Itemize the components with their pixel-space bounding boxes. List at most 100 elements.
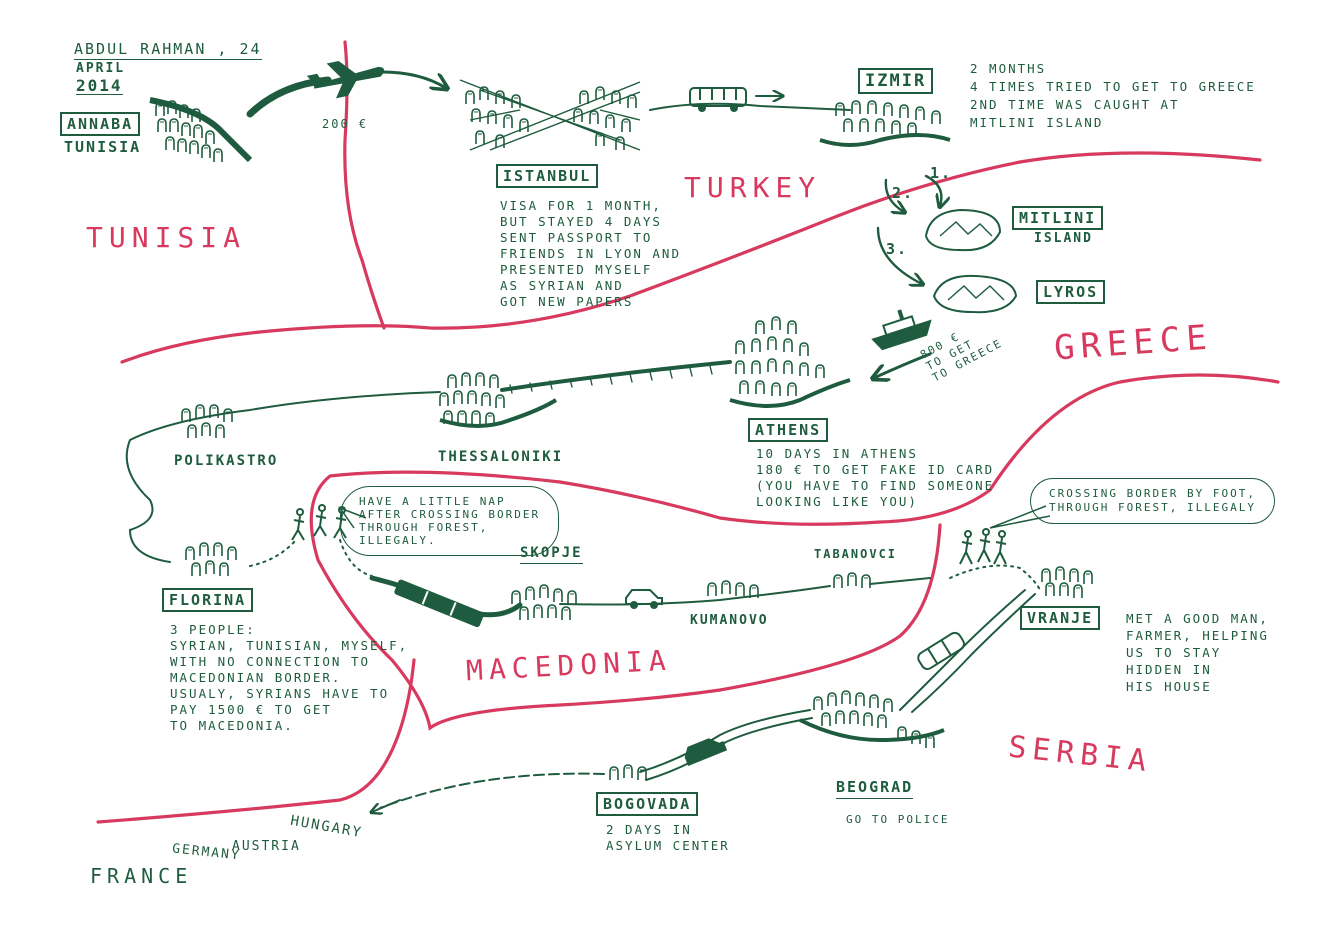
note-bogovada: 2 DAYS iN ASYLUM CENTER [606, 822, 730, 854]
note-florina: 3 PEOPLE: SYRiAN, TUNiSiAN, MYSELF, WiTH… [170, 622, 408, 734]
road-thessaloniki-polikastro [125, 391, 441, 563]
place-lyros: LYROS [1036, 280, 1106, 304]
note-line: PRESENTED MYSELF [500, 262, 653, 277]
note-izmir: 2 MONTHS 4 TiMES TRiED TO GET TO GREECE … [970, 60, 1256, 132]
note-line: HiDDEN iN [1126, 662, 1212, 677]
note-line: CROSSiNG BORDER BY FOOT, [1049, 487, 1256, 500]
car-icon [625, 589, 663, 609]
note-line: 3 PEOPLE: [170, 622, 256, 637]
forest-istanbul [465, 86, 637, 151]
note-beograd: GO TO POLiCE [846, 812, 949, 828]
road-beograd-bogovada-2 [645, 717, 813, 781]
place-annaba: ANNABA [60, 112, 141, 136]
forest-vranje [1041, 566, 1093, 599]
note-line: 180 € TO GET FAKE iD CARD [756, 462, 995, 477]
travel-year: 2014 [76, 76, 123, 95]
attempt-arrow-2 [884, 178, 904, 212]
forest-athens [735, 316, 825, 397]
note-line: iLLEGALY. [359, 534, 437, 547]
istanbul-hatch [459, 79, 641, 151]
note-vranje: MET A GOOD MAN, FARMER, HELPiNG US TO ST… [1126, 610, 1269, 695]
road-vranje-beograd [899, 589, 1026, 711]
note-line: US TO STAY [1126, 645, 1222, 660]
note-line: 10 DAYS iN ATHENS [756, 446, 918, 461]
road-tabanovci [869, 577, 931, 585]
forest-florina [185, 542, 237, 577]
note-line: FARMER, HELPiNG [1126, 628, 1269, 643]
train-icon [394, 579, 484, 628]
route-to-hungary [379, 772, 605, 809]
bus-icon [689, 87, 747, 112]
airplane-icon [306, 60, 385, 99]
note-line: WiTH NO CONNECTiON TO [170, 654, 371, 669]
route-lines [125, 70, 1041, 812]
note-line: BUT STAYED 4 DAYS [500, 214, 662, 229]
forest-polikastro [181, 404, 233, 439]
place-annaba-country: TUNISIA [64, 138, 142, 156]
place-athens: ATHENS [748, 418, 829, 442]
note-line: MiTLiNi iSLAND [970, 115, 1104, 130]
place-polikastro: POLiKASTRO [174, 453, 279, 469]
lyros-island-ridge [947, 285, 1005, 301]
vehicles [291, 60, 1007, 766]
place-mitlini: MiTLiNi [1012, 206, 1104, 230]
note-line: 2 MONTHS [970, 61, 1047, 76]
route-step-2: 2. [892, 184, 915, 202]
ferry-arrow [874, 352, 932, 378]
place-vranje: VRANJE [1020, 606, 1101, 630]
train-serbia-icon [917, 631, 965, 670]
note-line: GO TO POLiCE [846, 813, 950, 826]
country-borders [96, 40, 1280, 824]
note-line: LOOKiNG LiKE YOU) [756, 494, 918, 509]
note-line: HAVE A LiTTLE NAP [359, 495, 506, 508]
border-greece-macedonia-serbia [309, 373, 1280, 731]
border-turkey-greece [120, 151, 1262, 364]
car-serbia-icon [684, 738, 728, 766]
note-line: AS SYRIAN AND [500, 278, 624, 293]
flight-cost: 200 € [322, 117, 369, 131]
note-athens: 10 DAYS iN ATHENS 180 € TO GET FAKE iD C… [756, 446, 994, 510]
note-line: USUALY, SYRiANS HAVE TO [170, 686, 390, 701]
note-line: TO MACEDONiA. [170, 718, 294, 733]
place-florina: FLORiNA [162, 588, 254, 612]
note-line: THROUGH FOREST, [359, 521, 489, 534]
note-line: AFTER CROSSiNG BORDER [359, 508, 541, 521]
note-line: SENT PASSPORT TO [500, 230, 653, 245]
note-line: THROUGH FOREST, iLLEGALY [1049, 501, 1256, 514]
forest-tabanovci [833, 572, 871, 589]
attempt-arrow-1 [924, 174, 941, 206]
country-label-greece: GREECE [1052, 317, 1215, 369]
country-label-austria: AUSTRiA [232, 839, 301, 854]
road-beograd-bogovada [639, 709, 811, 773]
walk-florina-border [249, 539, 297, 567]
place-beograd: BEOGRAD [836, 780, 914, 799]
speech-bubble-serbia-border: CROSSiNG BORDER BY FOOT, THROUGH FOREST,… [1030, 478, 1275, 524]
walk-to-vranje [949, 564, 1041, 591]
annaba-coast [149, 97, 253, 163]
note-line: ASYLUM CENTER [606, 838, 730, 853]
speech-bubble-nap: HAVE A LiTTLE NAP AFTER CROSSiNG BORDER … [340, 486, 560, 556]
border-macedonia-south [96, 658, 416, 824]
road-istanbul-izmir [649, 102, 851, 111]
walkers-serbia-icon [959, 528, 1007, 565]
road-kumanovo [559, 585, 831, 606]
note-line: MET A GOOD MAN, [1126, 611, 1269, 626]
note-line: GOT NEW PAPERS [500, 294, 634, 309]
place-bogovada: BOGOVADA [596, 792, 699, 816]
note-line: PAY 1500 € TO GET [170, 702, 332, 717]
rail-thessaloniki-athens [500, 360, 732, 392]
forest-izmir [835, 100, 941, 137]
note-line: HiS HOUSE [1126, 679, 1212, 694]
lyros-island-shape [932, 274, 1018, 314]
flight-arrow [380, 70, 446, 88]
place-izmir: IZMIR [858, 68, 934, 94]
mitlini-island-ridge [939, 221, 993, 237]
attempt-arrow-3 [876, 226, 922, 284]
ferry-icon [871, 309, 932, 351]
note-line: (YOU HAVE TO FiND SOMEONE [756, 478, 995, 493]
mitlini-island-shape [924, 208, 1002, 252]
route-step-1: 1. [930, 164, 953, 182]
note-line: MACEDONiAN BORDER. [170, 670, 342, 685]
